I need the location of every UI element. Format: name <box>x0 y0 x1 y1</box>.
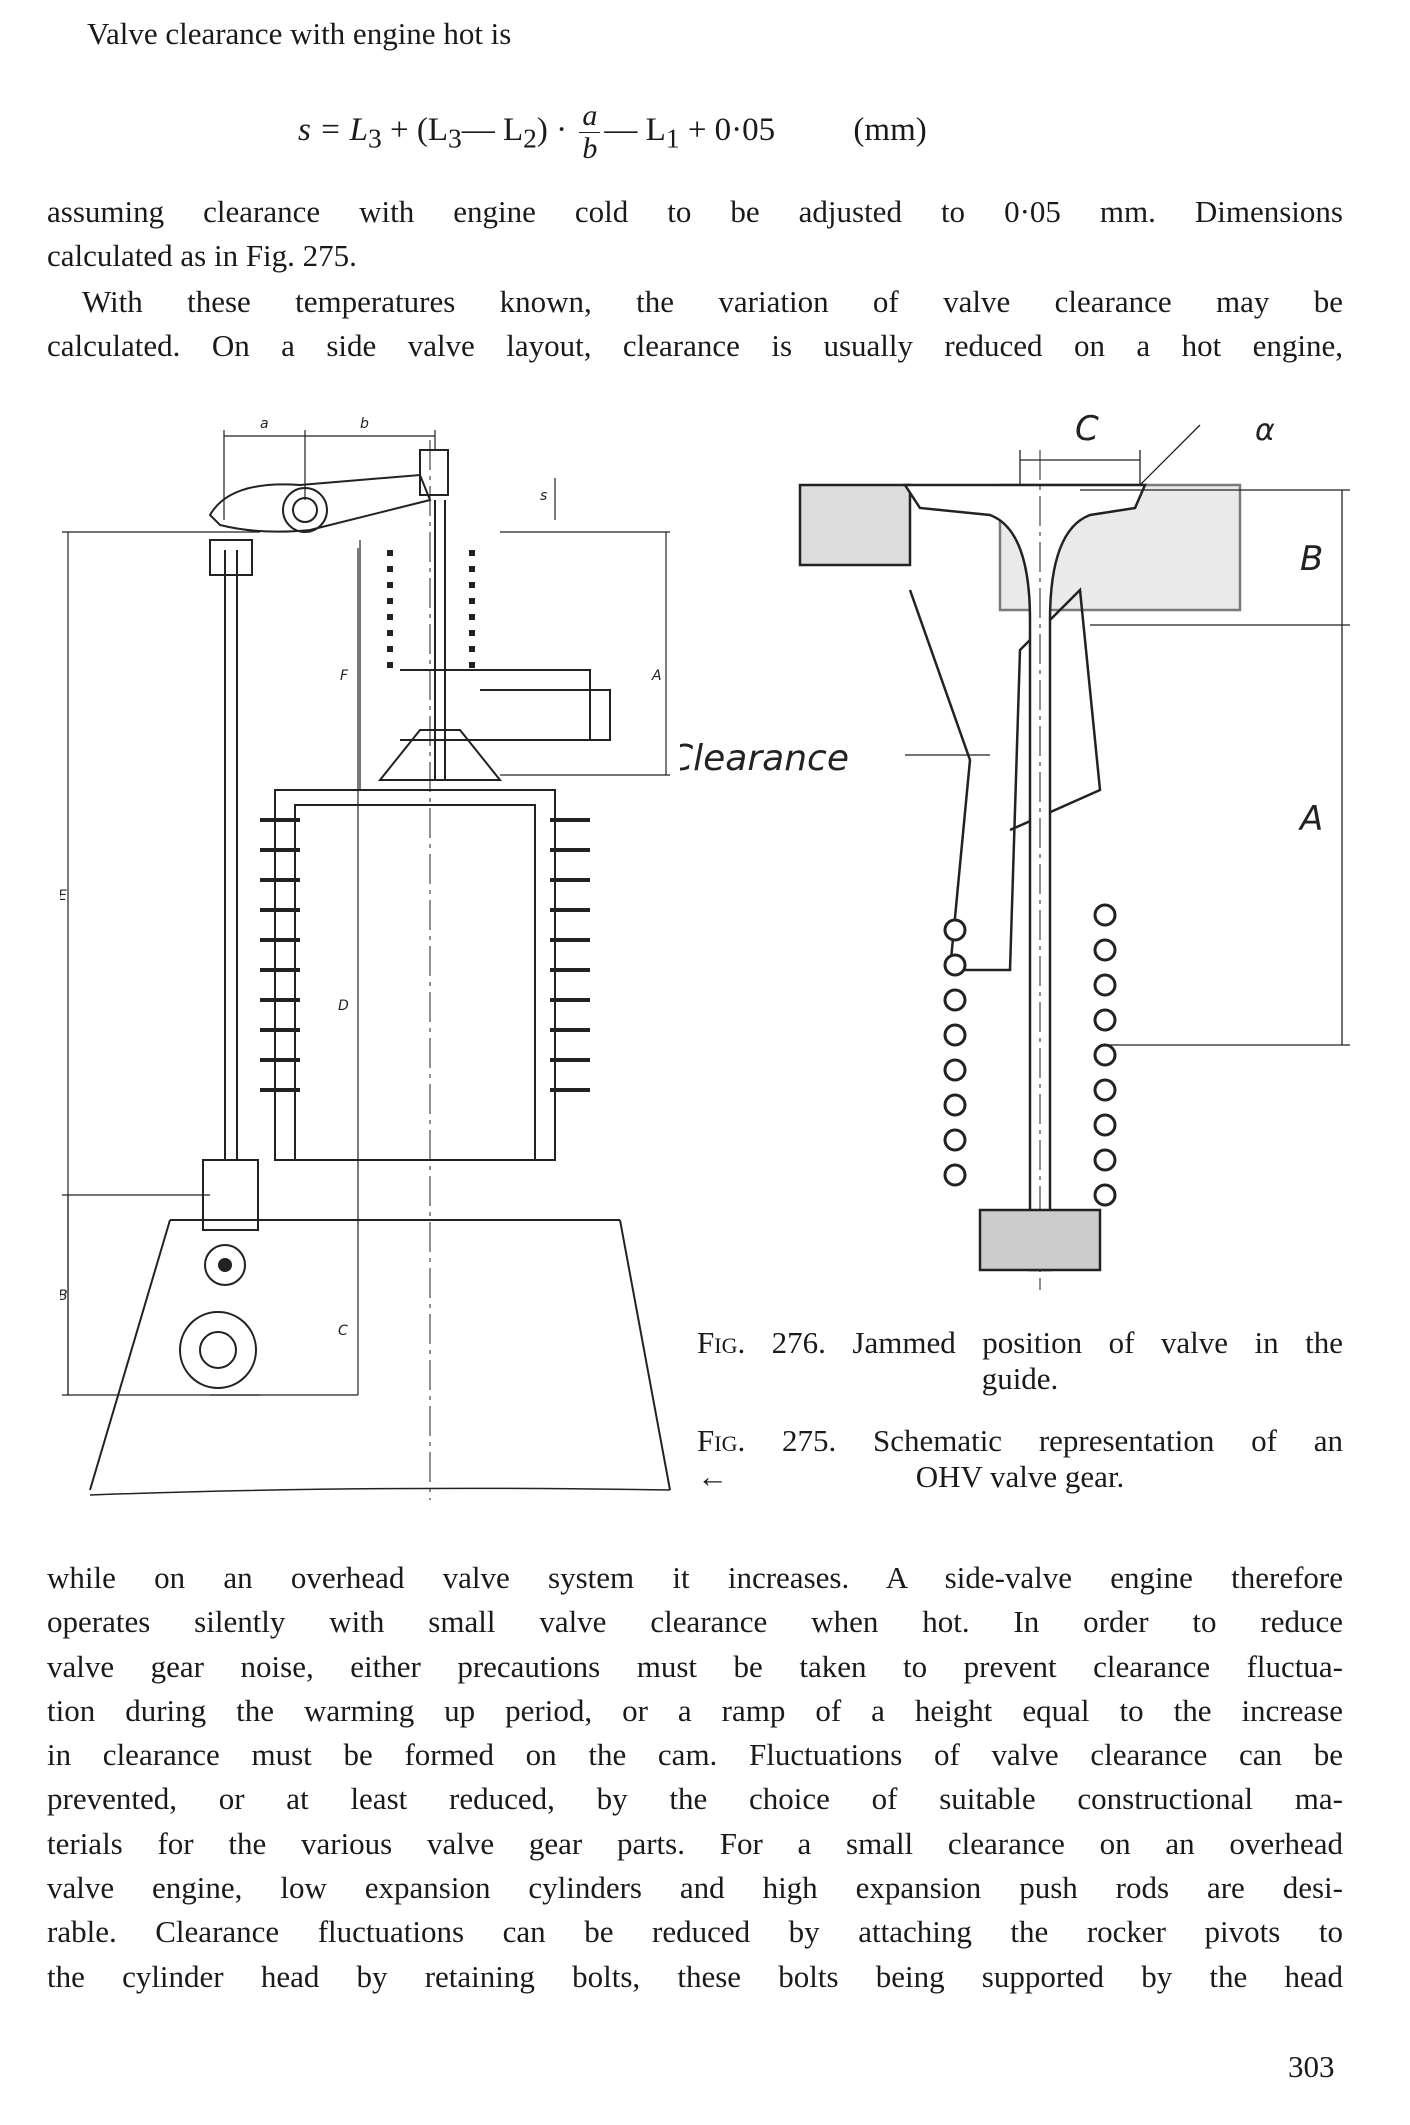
dim-label-C: C <box>1075 410 1099 449</box>
dim-label-A: A <box>651 668 662 684</box>
figure-276-jammed-valve: C α B A Clearance <box>680 410 1350 1290</box>
dim-label-b: b <box>360 416 369 432</box>
dim-label-E: E <box>60 888 67 904</box>
dim-label-a: a <box>260 416 269 432</box>
left-arrow-icon: ← <box>697 1459 728 1494</box>
paragraph-1: assuming clearance with engine cold to b… <box>47 194 1343 274</box>
dim-label-C: C <box>338 1323 348 1339</box>
angle-label-alpha: α <box>1255 413 1275 448</box>
dim-label-A: A <box>1298 799 1323 839</box>
figure-275-ohv-valve-gear: a b s A F E D B C <box>60 416 671 1500</box>
dim-label-B: B <box>1300 539 1323 579</box>
caption-fig-275: Fig. 275. Schematic representation of an… <box>697 1423 1343 1494</box>
dim-label-D: D <box>338 998 349 1014</box>
intro-line: Valve clearance with engine hot is <box>87 16 512 51</box>
caption-fig-276: Fig. 276. Jammed position of valve in th… <box>697 1325 1343 1396</box>
page-number: 303 <box>1288 2049 1335 2084</box>
formula-unit: (mm) <box>853 112 927 149</box>
dim-label-B: B <box>60 1288 68 1304</box>
dim-label-F: F <box>340 668 349 684</box>
dim-label-s: s <box>540 488 547 504</box>
clearance-label: Clearance <box>680 738 849 779</box>
paragraph-3: while on an overhead valve system it inc… <box>47 1560 1343 1994</box>
paragraph-2: With these temperatures known, the varia… <box>47 284 1343 364</box>
